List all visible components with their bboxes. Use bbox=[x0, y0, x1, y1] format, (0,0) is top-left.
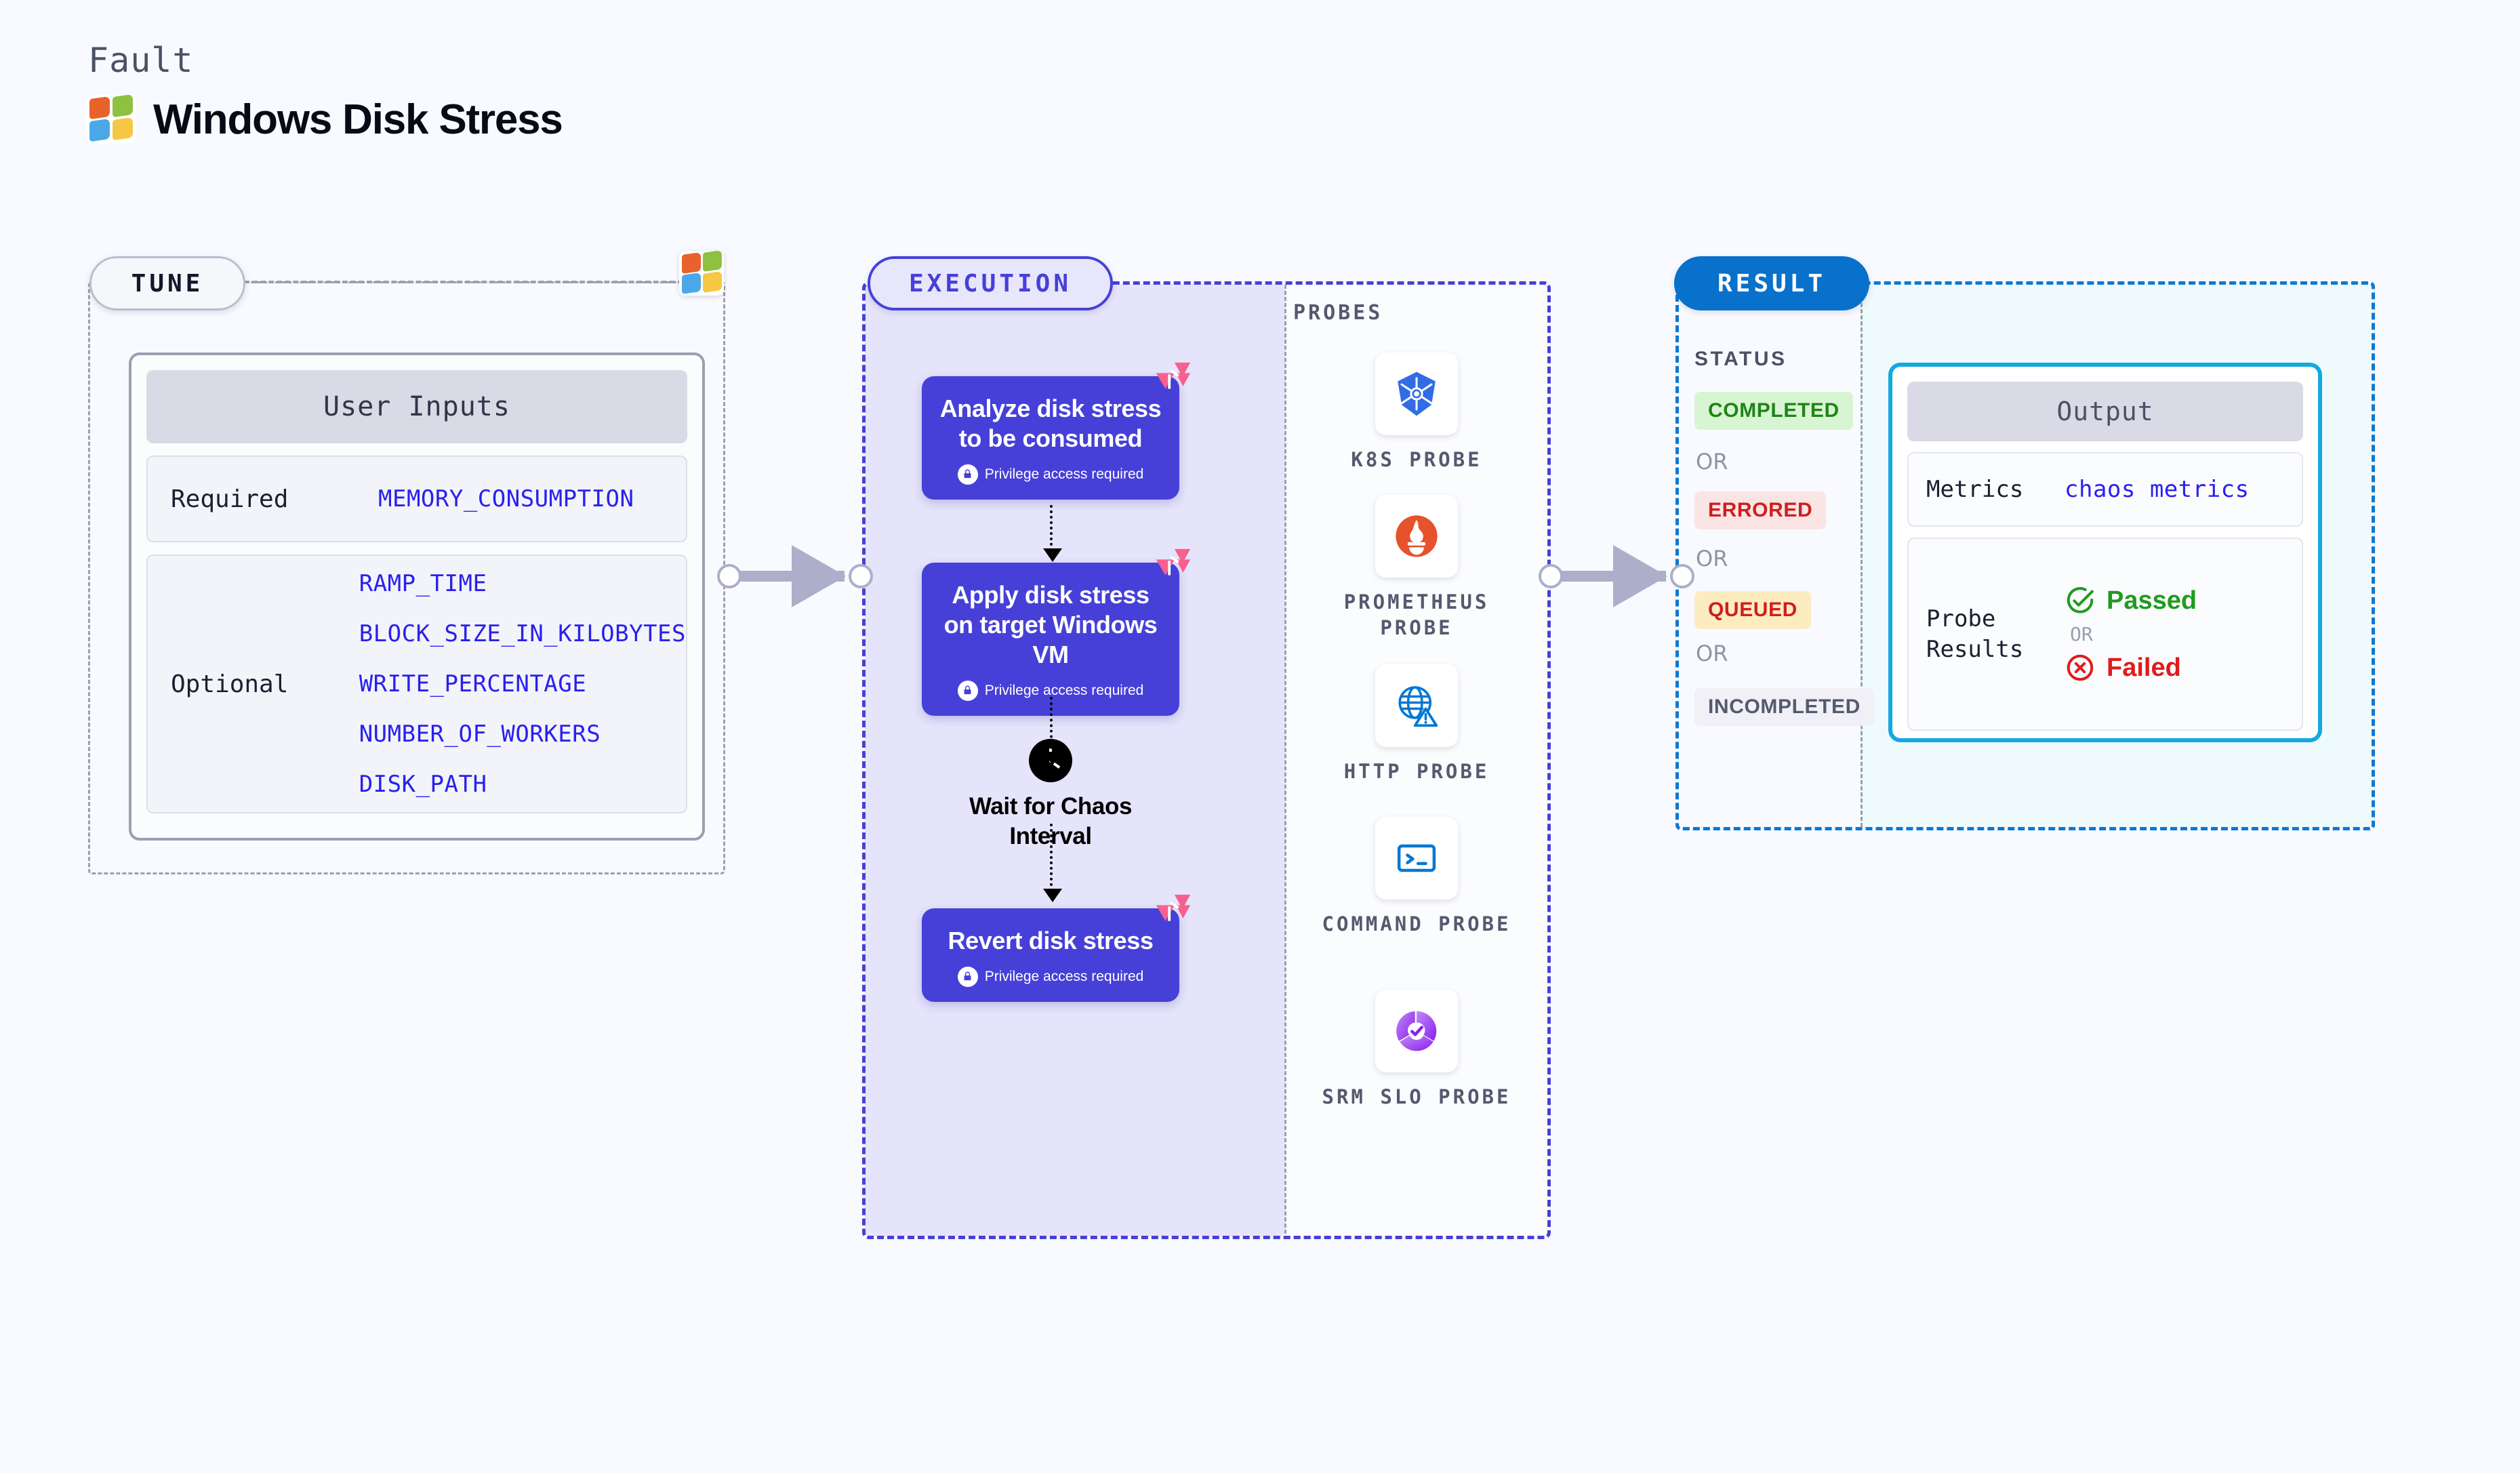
page-title-row: Windows Disk Stress bbox=[87, 94, 563, 144]
user-inputs-card: User Inputs Required MEMORY_CONSUMPTION … bbox=[129, 352, 705, 841]
result-section-pill[interactable]: RESULT bbox=[1674, 256, 1869, 310]
step-note-text: Privilege access required bbox=[984, 466, 1144, 482]
lock-icon bbox=[957, 966, 978, 987]
flow-arrow bbox=[1043, 824, 1062, 902]
output-title: Output bbox=[1907, 382, 2303, 441]
status-badge: INCOMPLETED bbox=[1694, 688, 1874, 726]
probe-item[interactable]: SRM SLO PROBE bbox=[1320, 990, 1513, 1110]
tune-top-connector-line bbox=[244, 281, 683, 283]
status-label: STATUS bbox=[1694, 348, 1787, 370]
user-inputs-title: User Inputs bbox=[146, 370, 687, 443]
windows-logo-icon bbox=[679, 250, 724, 296]
or-separator: OR bbox=[1696, 641, 1728, 666]
step-note: Privilege access required bbox=[934, 966, 1167, 987]
litmus-logo-icon bbox=[1156, 362, 1191, 389]
x-circle-icon bbox=[2067, 654, 2094, 681]
kubernetes-icon bbox=[1375, 352, 1458, 435]
globe-warning-icon bbox=[1375, 664, 1458, 747]
terminal-icon bbox=[1375, 817, 1458, 900]
probe-label: SRM SLO PROBE bbox=[1322, 1085, 1511, 1108]
execution-step-card[interactable]: Analyze disk stress to be consumed Privi… bbox=[922, 362, 1191, 500]
flow-arrow bbox=[1043, 505, 1062, 562]
litmus-logo-icon bbox=[1156, 548, 1191, 576]
step-note-text: Privilege access required bbox=[984, 968, 1144, 984]
or-separator: OR bbox=[1696, 449, 1728, 475]
lock-icon bbox=[957, 680, 978, 701]
metrics-value[interactable]: chaos metrics bbox=[2065, 476, 2250, 503]
check-circle-icon bbox=[2067, 587, 2094, 613]
probe-label: COMMAND PROBE bbox=[1322, 912, 1511, 935]
connector-tune-to-execution bbox=[717, 536, 873, 617]
probe-label: HTTP PROBE bbox=[1343, 760, 1490, 783]
probes-background bbox=[1285, 284, 1548, 1236]
probe-item[interactable]: COMMAND PROBE bbox=[1320, 817, 1513, 937]
required-label: Required bbox=[171, 485, 289, 513]
flow-arrow bbox=[1043, 697, 1062, 765]
optional-params-row: Optional RAMP_TIME BLOCK_SIZE_IN_KILOBYT… bbox=[146, 554, 687, 813]
output-metrics-row: Metrics chaos metrics bbox=[1907, 452, 2303, 527]
output-card: Output Metrics chaos metrics Probe Resul… bbox=[1888, 363, 2322, 742]
execution-probes-divider bbox=[1284, 285, 1286, 1234]
connector-execution-to-result bbox=[1539, 536, 1694, 617]
step-title: Analyze disk stress to be consumed bbox=[939, 395, 1162, 452]
step-title: Revert disk stress bbox=[948, 927, 1154, 954]
required-params-row: Required MEMORY_CONSUMPTION bbox=[146, 456, 687, 542]
param-item[interactable]: NUMBER_OF_WORKERS bbox=[359, 721, 601, 748]
result-status-output-divider bbox=[1861, 285, 1863, 827]
output-probe-results-row: Probe Results Passed OR Failed bbox=[1907, 538, 2303, 731]
execution-section-container bbox=[862, 281, 1551, 1239]
param-item[interactable]: BLOCK_SIZE_IN_KILOBYTES bbox=[359, 620, 686, 647]
srm-slo-icon bbox=[1375, 990, 1458, 1072]
probe-item[interactable]: HTTP PROBE bbox=[1320, 664, 1513, 785]
step-note-text: Privilege access required bbox=[984, 682, 1144, 698]
optional-label: Optional bbox=[171, 670, 289, 698]
or-separator: OR bbox=[1696, 546, 1728, 571]
probe-result-failed: Failed bbox=[2065, 652, 2197, 683]
execution-step-card[interactable]: Revert disk stress Privilege access requ… bbox=[922, 894, 1191, 1002]
page-kicker: Fault bbox=[88, 41, 194, 80]
param-item[interactable]: DISK_PATH bbox=[359, 771, 487, 798]
page-title: Windows Disk Stress bbox=[153, 96, 563, 143]
param-item[interactable]: RAMP_TIME bbox=[359, 570, 487, 597]
execution-section-pill[interactable]: EXECUTION bbox=[868, 256, 1113, 310]
probes-title: PROBES bbox=[1293, 301, 1383, 325]
prometheus-icon bbox=[1375, 495, 1458, 578]
lock-icon bbox=[957, 464, 978, 485]
step-note: Privilege access required bbox=[934, 680, 1167, 701]
passed-label: Passed bbox=[2107, 586, 2197, 615]
status-badge: ERRORED bbox=[1694, 491, 1827, 529]
windows-logo-icon bbox=[87, 94, 136, 144]
required-params-list: MEMORY_CONSUMPTION bbox=[378, 485, 634, 512]
tune-section-pill[interactable]: TUNE bbox=[89, 256, 245, 310]
status-badge: COMPLETED bbox=[1694, 392, 1853, 430]
probe-item[interactable]: PROMETHEUS PROBE bbox=[1320, 495, 1513, 641]
optional-params-list: RAMP_TIME BLOCK_SIZE_IN_KILOBYTES WRITE_… bbox=[359, 570, 686, 798]
failed-label: Failed bbox=[2107, 653, 2181, 682]
tune-windows-badge bbox=[679, 250, 724, 296]
step-note: Privilege access required bbox=[934, 464, 1167, 485]
param-item[interactable]: WRITE_PERCENTAGE bbox=[359, 670, 587, 698]
param-item[interactable]: MEMORY_CONSUMPTION bbox=[378, 485, 634, 512]
status-badge: QUEUED bbox=[1694, 591, 1811, 629]
metrics-label: Metrics bbox=[1926, 475, 2024, 503]
litmus-logo-icon bbox=[1156, 894, 1191, 921]
probe-label: K8S PROBE bbox=[1351, 448, 1482, 471]
result-section-container bbox=[1675, 281, 2375, 830]
step-title: Apply disk stress on target Windows VM bbox=[943, 581, 1158, 668]
probe-label: PROMETHEUS PROBE bbox=[1343, 590, 1490, 639]
probe-results-list: Passed OR Failed bbox=[2065, 585, 2197, 683]
or-separator: OR bbox=[2070, 623, 2093, 645]
probe-result-passed: Passed bbox=[2065, 585, 2197, 616]
execution-step-card[interactable]: Apply disk stress on target Windows VM P… bbox=[922, 548, 1191, 716]
probe-results-label: Probe Results bbox=[1926, 605, 2024, 663]
probe-item[interactable]: K8S PROBE bbox=[1320, 352, 1513, 473]
